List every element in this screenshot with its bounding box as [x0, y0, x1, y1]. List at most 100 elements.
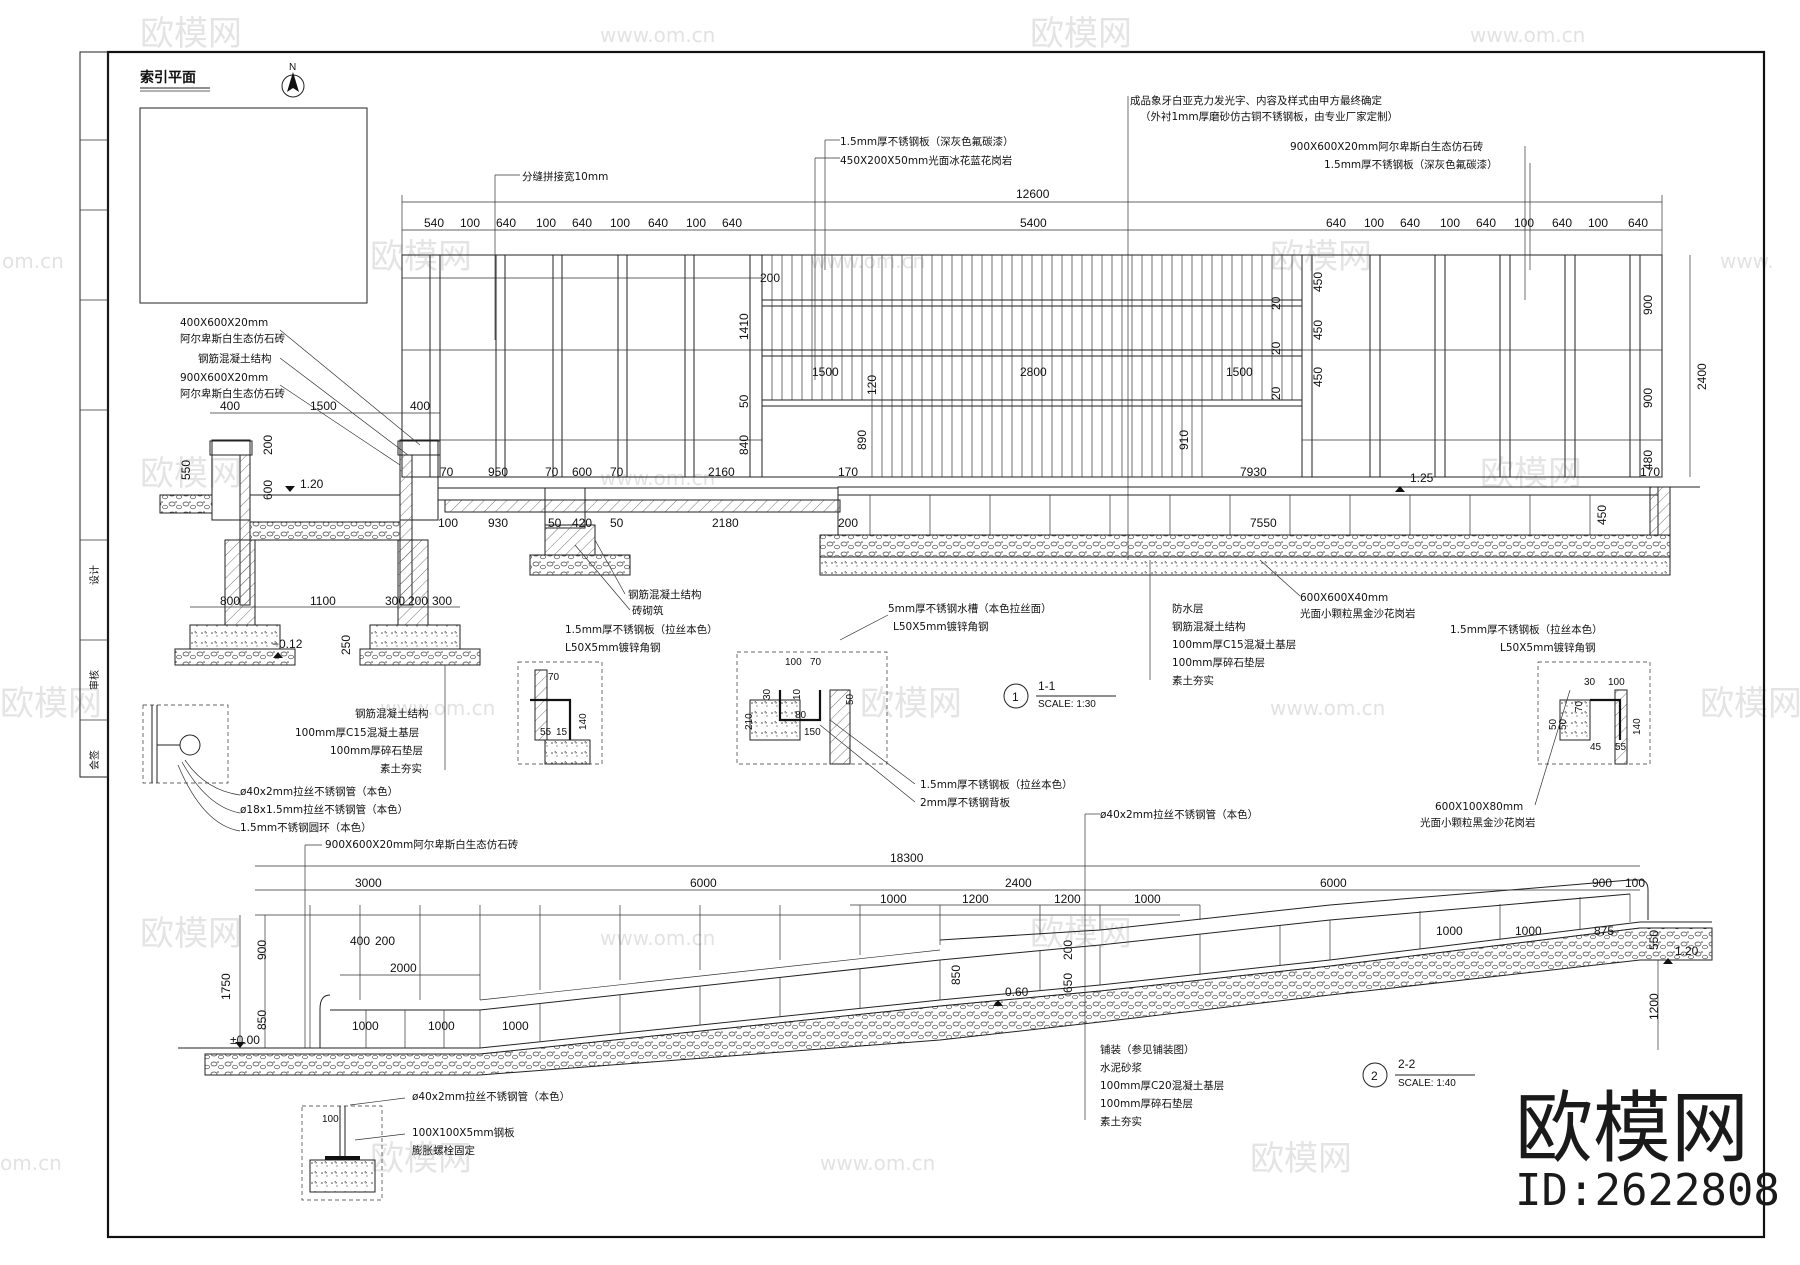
- svg-text:100: 100: [1440, 216, 1460, 230]
- svg-text:20: 20: [1269, 386, 1283, 400]
- svg-text:450: 450: [1311, 367, 1325, 387]
- note: 900X600X20mm阿尔卑斯白生态仿石砖: [1290, 140, 1484, 153]
- note: （外衬1mm厚磨砂仿古铜不锈钢板，由专业厂家定制）: [1140, 110, 1398, 123]
- svg-text:100: 100: [536, 216, 556, 230]
- watermark-url: www.om.cn: [810, 249, 925, 273]
- svg-text:300: 300: [385, 594, 405, 608]
- north-arrow-icon: N: [281, 62, 305, 98]
- watermark-text: 欧模网: [140, 14, 242, 54]
- svg-text:210: 210: [744, 713, 755, 730]
- svg-text:170: 170: [1640, 465, 1660, 479]
- index-plan: 索引平面 N: [139, 62, 368, 304]
- svg-text:3000: 3000: [355, 876, 382, 890]
- elevation: 12600 5400 540 100 640 100 640 100 640 1…: [401, 187, 1709, 478]
- svg-text:1410: 1410: [737, 313, 751, 340]
- svg-text:600: 600: [572, 465, 592, 479]
- watermark-url: www.om.cn: [600, 466, 715, 490]
- svg-text:ø40x2mm拉丝不锈钢管（本色）: ø40x2mm拉丝不锈钢管（本色）: [1100, 808, 1258, 821]
- svg-text:1-1: 1-1: [1038, 679, 1056, 693]
- svg-text:400: 400: [410, 399, 430, 413]
- svg-text:100: 100: [322, 1114, 339, 1125]
- svg-text:100mm厚碎石垫层: 100mm厚碎石垫层: [1172, 656, 1265, 669]
- note: 450X200X50mm光面冰花蓝花岗岩: [840, 154, 1012, 167]
- svg-text:480: 480: [1641, 450, 1655, 470]
- svg-text:100mm厚碎石垫层: 100mm厚碎石垫层: [330, 744, 423, 757]
- left-panels: [402, 255, 763, 477]
- svg-text:1750: 1750: [219, 973, 233, 1000]
- svg-text:600: 600: [261, 480, 275, 500]
- svg-text:850: 850: [949, 965, 963, 985]
- watermark-layer: 欧模网 www.om.cn 欧模网 www.om.cn om.cn 欧模网 ww…: [0, 14, 1800, 1179]
- svg-text:100: 100: [686, 216, 706, 230]
- svg-text:900X600X20mm阿尔卑斯白生态仿石砖: 900X600X20mm阿尔卑斯白生态仿石砖: [325, 838, 519, 851]
- svg-text:20: 20: [1269, 341, 1283, 355]
- svg-text:900X600X20mm: 900X600X20mm: [180, 372, 268, 384]
- watermark-text: 欧模网: [1250, 1139, 1352, 1179]
- svg-text:900: 900: [255, 940, 269, 960]
- watermark-url-fragment: om.cn: [2, 249, 64, 273]
- svg-text:600X100X80mm: 600X100X80mm: [1435, 801, 1523, 813]
- post-base-detail: 100: [301, 1105, 383, 1201]
- svg-text:650: 650: [1061, 973, 1075, 993]
- note: 分缝拼接宽10mm: [522, 170, 608, 183]
- watermark-text: 欧模网: [1030, 914, 1132, 954]
- svg-text:100: 100: [1588, 216, 1608, 230]
- section-1-notes: 钢筋混凝土结构 砖砌筑 1.5mm厚不锈钢板（拉丝本色） L50X5mm镀锌角钢…: [177, 539, 1603, 834]
- svg-text:5mm厚不锈钢水槽（本色拉丝面）: 5mm厚不锈钢水槽（本色拉丝面）: [888, 602, 1052, 615]
- svg-text:2: 2: [1371, 1069, 1378, 1083]
- svg-text:1000: 1000: [1436, 924, 1463, 938]
- svg-text:15: 15: [556, 727, 568, 738]
- svg-text:900: 900: [1592, 876, 1612, 890]
- svg-text:2160: 2160: [708, 465, 735, 479]
- svg-text:防水层: 防水层: [1172, 602, 1204, 615]
- svg-text:2400: 2400: [1695, 363, 1709, 390]
- svg-text:200: 200: [408, 594, 428, 608]
- svg-text:450: 450: [1595, 505, 1609, 525]
- svg-text:1200: 1200: [962, 892, 989, 906]
- watermark-text: 欧模网: [1030, 14, 1132, 54]
- svg-text:900: 900: [1641, 295, 1655, 315]
- svg-text:100: 100: [1364, 216, 1384, 230]
- svg-text:1100: 1100: [310, 594, 336, 608]
- svg-text:2-2: 2-2: [1398, 1057, 1416, 1071]
- center-louvers: [771, 255, 1293, 477]
- svg-text:1000: 1000: [352, 1019, 379, 1033]
- dim-total: 12600: [1016, 187, 1050, 201]
- watermark-url-fragment: www.: [1720, 249, 1774, 273]
- svg-text:600X600X40mm: 600X600X40mm: [1300, 592, 1388, 604]
- detail-1: 70 55 15 140: [517, 661, 603, 765]
- svg-text:910: 910: [1177, 430, 1191, 450]
- svg-text:875: 875: [1594, 924, 1614, 938]
- svg-text:120: 120: [865, 375, 879, 395]
- svg-text:SCALE: 1:40: SCALE: 1:40: [1398, 1078, 1456, 1089]
- svg-text:840: 840: [737, 435, 751, 455]
- svg-text:200: 200: [760, 271, 780, 285]
- svg-text:L50X5mm镀锌角钢: L50X5mm镀锌角钢: [1500, 641, 1596, 654]
- svg-text:铺装（参见铺装图）: 铺装（参见铺装图）: [1100, 1043, 1195, 1056]
- svg-text:200: 200: [838, 516, 858, 530]
- svg-text:150: 150: [804, 727, 821, 738]
- svg-text:2800: 2800: [1020, 365, 1047, 379]
- svg-text:200: 200: [1061, 940, 1075, 960]
- svg-text:930: 930: [488, 516, 508, 530]
- svg-text:640: 640: [722, 216, 742, 230]
- index-plan-box: [139, 107, 368, 304]
- svg-text:55: 55: [1615, 742, 1627, 753]
- svg-text:1000: 1000: [1134, 892, 1161, 906]
- svg-text:640: 640: [1628, 216, 1648, 230]
- svg-text:890: 890: [855, 430, 869, 450]
- watermark-text: 欧模网: [370, 1139, 472, 1179]
- svg-text:70: 70: [440, 465, 454, 479]
- strip-text: 审核: [88, 670, 101, 690]
- svg-text:水泥砂浆: 水泥砂浆: [1100, 1061, 1142, 1074]
- logo-id: ID:2622808: [1515, 1165, 1780, 1216]
- dim-mid: 5400: [1020, 216, 1047, 230]
- svg-text:70: 70: [610, 465, 624, 479]
- watermark-text: 欧模网: [1700, 684, 1800, 724]
- svg-text:1.20: 1.20: [300, 477, 324, 491]
- svg-text:1.25: 1.25: [1410, 471, 1434, 485]
- svg-text:540: 540: [424, 216, 444, 230]
- dim-left-row: 540 100 640 100 640 100 640 100 640: [424, 216, 742, 230]
- section-2-label: 2 2-2 SCALE: 1:40: [1362, 1057, 1475, 1089]
- svg-text:900: 900: [1641, 388, 1655, 408]
